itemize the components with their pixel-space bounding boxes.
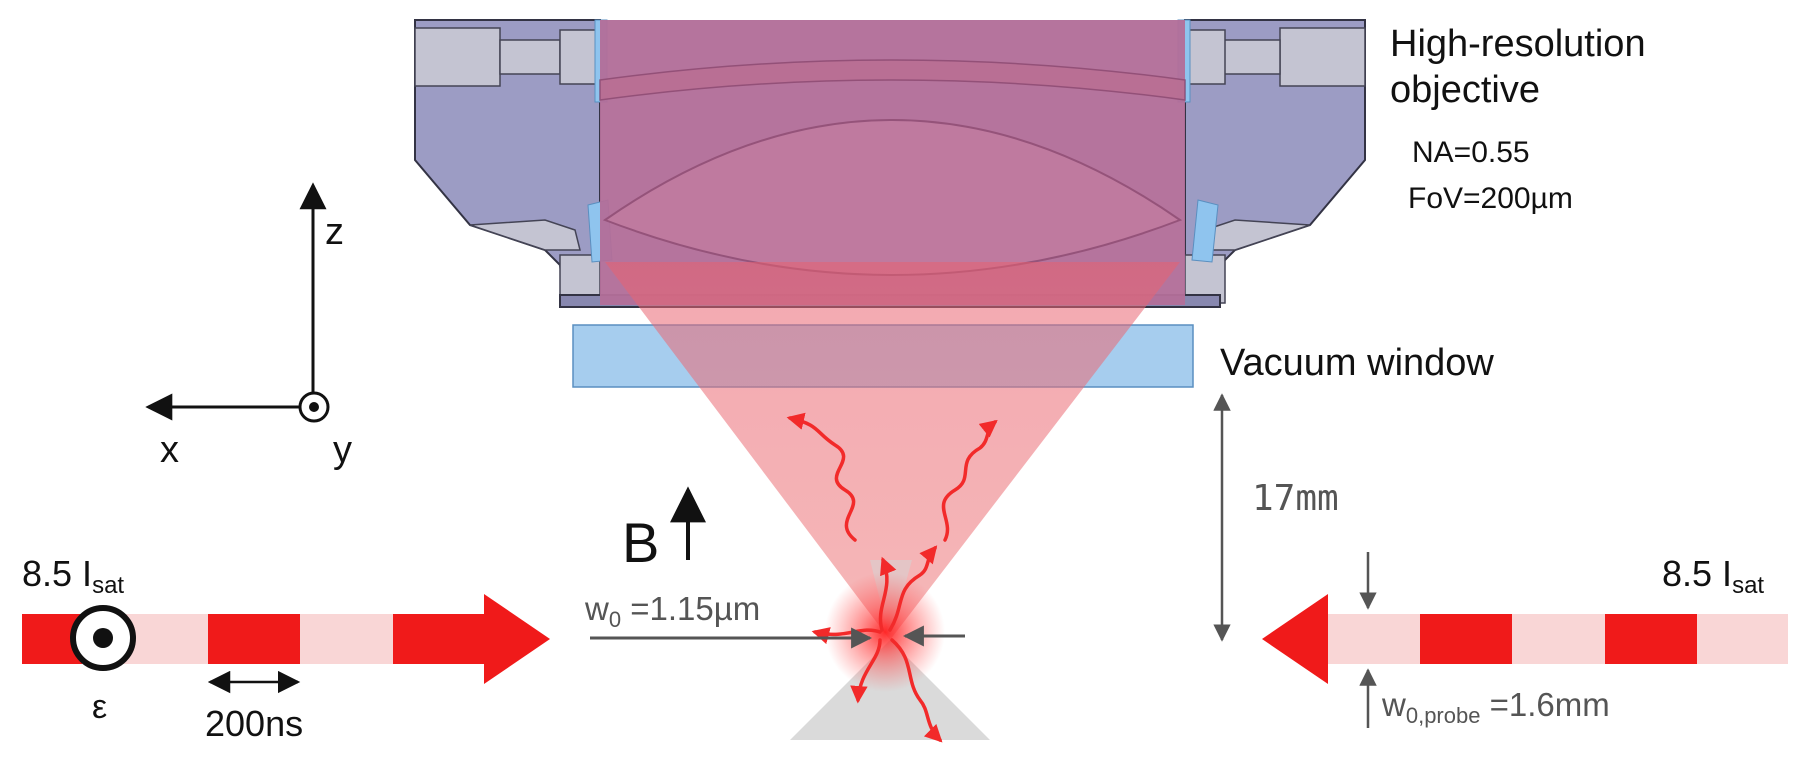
y-axis-dot: [309, 402, 319, 412]
z-axis-label: z: [325, 211, 344, 253]
objective-assembly: [414, 19, 1366, 308]
right-beam-background: [1328, 614, 1788, 664]
photon-center-up: [878, 556, 897, 632]
y-axis-label: y: [333, 429, 352, 471]
coordinate-axes: z x y: [145, 182, 352, 471]
objective-upper-lens: [599, 59, 1186, 101]
objective-title-line2: objective: [1390, 69, 1540, 111]
right-beam-pulse: [1605, 614, 1697, 664]
left-beam-pulse: [393, 614, 485, 664]
photon-down-left: [850, 638, 882, 704]
objective-na-label: NA=0.55: [1412, 136, 1530, 169]
left-beam-arrowhead: [484, 594, 550, 684]
pulse-length-label: 200ns: [205, 703, 303, 744]
right-beam-arrowhead: [1262, 594, 1328, 684]
photon-upper-left: [786, 412, 857, 542]
collection-light-cone: [605, 262, 1180, 640]
right-probe-beam: 8.5 Isat w0,probe =1.6mm: [1262, 552, 1788, 728]
probe-waist-label: w0,probe =1.6mm: [1381, 686, 1610, 728]
field-label: B: [622, 511, 659, 574]
polarization-label: ε: [92, 688, 107, 726]
right-beam-pulse: [1420, 614, 1512, 664]
left-intensity-label: 8.5 Isat: [22, 553, 124, 599]
scattered-photons: [786, 412, 998, 743]
photon-upper-right: [941, 419, 998, 542]
vacuum-window-label: Vacuum window: [1220, 342, 1494, 384]
objective-light-column: [600, 20, 1185, 305]
polarization-symbol-dot: [93, 628, 113, 648]
focus-waist-label: w0 =1.15µm: [584, 590, 760, 632]
objective-fov-label: FoV=200µm: [1408, 182, 1573, 215]
objective-title-line1: High-resolution: [1390, 23, 1646, 65]
left-beam-pulse: [208, 614, 300, 664]
right-intensity-label: 8.5 Isat: [1662, 553, 1764, 599]
distance-label: 17mm: [1252, 478, 1339, 519]
objective-right-clamps: [1184, 27, 1366, 304]
photon-center-right: [888, 545, 938, 632]
left-probe-beam: ε 8.5 Isat 200ns: [22, 553, 550, 744]
focus-glow: [825, 572, 945, 692]
photon-down-right: [890, 638, 943, 743]
x-axis-label: x: [160, 429, 179, 471]
